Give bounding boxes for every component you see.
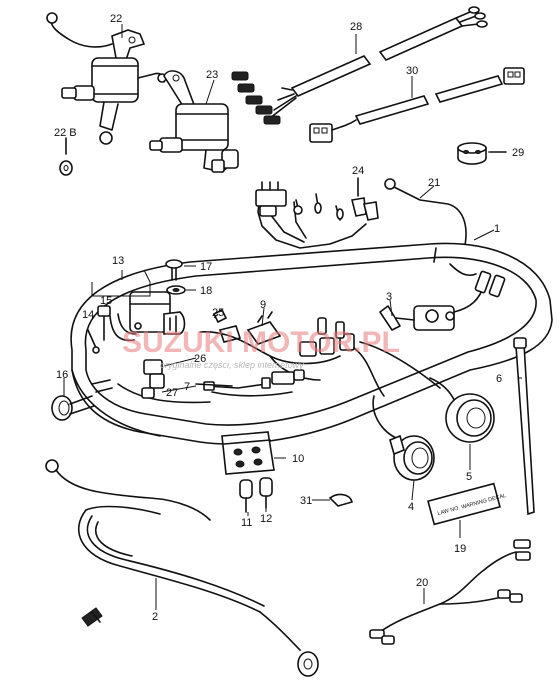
part-28-harness [231,6,488,125]
watermark: SUZUKI MOTOR.PL oryginalne części, sklep… [122,326,400,370]
watermark-main: SUZUKI MOTOR.PL [122,326,400,359]
part-2-cable [45,459,319,677]
callout-11: 11 [241,517,252,529]
part-14-screw [87,329,100,354]
part-23-relay [149,70,239,173]
callout-13: 13 [112,255,124,267]
callout-31: 31 [300,495,312,507]
callout-19: 19 [454,543,466,555]
callout-17: 17 [200,261,212,273]
callout-6: 6 [496,373,502,385]
part-19-warning-label: LAW NO. WARNING DECAL [427,482,507,526]
callout-30: 30 [406,65,418,77]
part-3-switch [379,270,506,331]
part-22-relay [46,12,167,145]
callout-27: 27 [166,387,178,399]
main-wiring-assembly [255,178,467,251]
callout-22b: 22 B [54,127,77,139]
callout-10: 10 [292,453,304,465]
callout-16: 16 [56,369,68,381]
callout-7: 7 [184,381,190,393]
watermark-sub: oryginalne części, sklep internetowy [160,360,304,370]
part-12-plug [259,477,273,509]
callout-18: 18 [200,285,212,297]
part-13-regulator [109,291,186,342]
part-29-grommet [457,142,507,165]
part-24-clips [351,177,379,221]
part-17-screw [165,259,183,281]
callout-14: 14 [82,309,94,321]
callout-12: 12 [260,513,272,525]
front-direction-arrow-icon [81,607,103,627]
callout-23: 23 [206,69,218,81]
part-6-tie-strap [513,337,535,516]
part-30-harness [309,67,525,143]
callout-4: 4 [408,501,414,513]
callout-numbers: 1 2 3 4 5 6 7 9 10 11 12 13 14 15 16 17 … [54,13,524,623]
callout-9: 9 [260,299,266,311]
part-15-connector [97,305,111,341]
callout-3: 3 [386,291,392,303]
callout-28: 28 [350,21,362,33]
callout-24: 24 [352,165,364,177]
part-25-plug [212,308,228,324]
part-11-plug [239,479,253,513]
callout-21: 21 [428,177,440,189]
part-20-harness [369,539,531,645]
part-18-washer [166,285,186,295]
part-4-meter [372,395,435,481]
callout-5: 5 [466,471,472,483]
callout-2: 2 [152,611,158,623]
harness-connectors-center [199,317,441,397]
part-27-connector [141,387,155,399]
part-10-terminal-block [221,431,275,475]
callout-29: 29 [512,147,524,159]
callout-20: 20 [416,577,428,589]
leader-lines [63,24,522,610]
callout-1: 1 [494,223,500,235]
part-5-meter [429,377,495,443]
part-26-clip [143,359,165,389]
part-22b-washer [59,137,73,176]
callout-15: 15 [100,295,112,307]
callout-26: 26 [194,353,206,365]
callout-25: 25 [212,307,224,319]
callout-22: 22 [110,13,122,25]
part-7-strap [195,383,233,387]
part-31-clip [328,493,353,507]
part-16-grommet [51,395,95,421]
